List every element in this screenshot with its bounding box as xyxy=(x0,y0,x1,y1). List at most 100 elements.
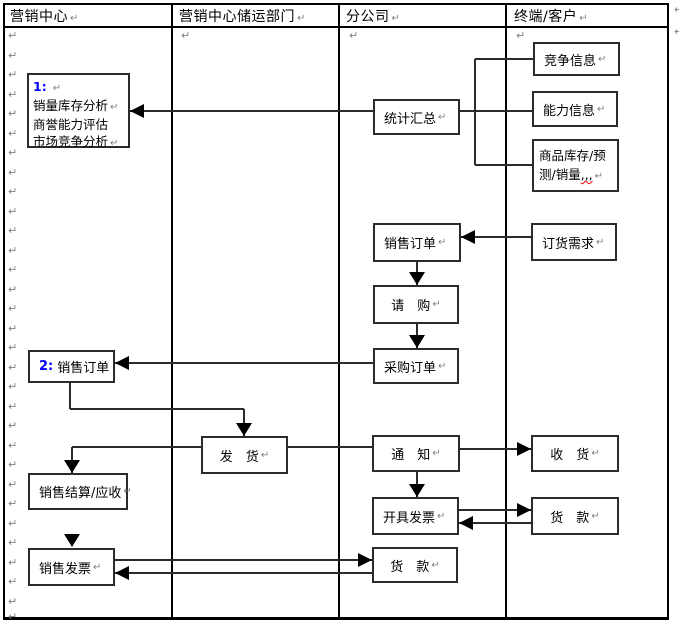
flow-box-payment-branch: 货 款↵ xyxy=(372,547,458,583)
pilcrow-mark: ↵ xyxy=(8,29,18,42)
arrowhead-down xyxy=(409,272,425,285)
box-label: 请 购 xyxy=(391,299,431,314)
pilcrow-mark: ↵ xyxy=(597,103,606,115)
pilcrow-mark: ↵ xyxy=(8,302,18,315)
arrowhead-left xyxy=(115,566,129,580)
pilcrow-mark: ↵ xyxy=(438,111,447,123)
pilcrow-mark: ↵ xyxy=(8,263,18,276)
flow-box-purchase-request: 请 购↵ xyxy=(373,285,459,324)
pilcrow-mark: ↵ xyxy=(431,559,440,571)
box-label: 货 款 xyxy=(390,559,430,575)
pilcrow-mark: ↵ xyxy=(70,13,79,24)
lane-header-terminal-customer: 终端/客户↵ xyxy=(514,9,589,25)
pilcrow-mark: ↵ xyxy=(437,510,446,522)
pilcrow-mark: ↵ xyxy=(8,127,18,140)
connector-line xyxy=(475,58,533,60)
box-label: 销售订单 xyxy=(384,237,437,252)
connector-line xyxy=(115,572,372,574)
pilcrow-mark: ↵ xyxy=(8,205,18,218)
connector-line xyxy=(130,110,532,112)
pilcrow-mark: ↵ xyxy=(123,486,132,497)
connector-line xyxy=(72,446,201,448)
lane-header-storage-dept: 营销中心储运部门↵ xyxy=(179,9,306,25)
pilcrow-mark: ↵ xyxy=(181,29,191,42)
pilcrow-mark: ↵ xyxy=(8,458,18,471)
swimlane-table-border xyxy=(3,3,669,620)
pilcrow-mark: ↵ xyxy=(391,13,401,24)
column-divider-1 xyxy=(171,3,173,620)
pilcrow-mark: ↵ xyxy=(438,237,447,248)
arrowhead-left xyxy=(459,516,473,530)
lane-header-branch-company: 分公司↵ xyxy=(346,9,401,25)
arrowhead-right xyxy=(517,442,531,456)
flow-box-competition-info: 竞争信息↵ xyxy=(533,42,620,76)
box-label: 销售结算/应收 xyxy=(39,486,122,501)
box-label: 开具发票 xyxy=(383,510,436,526)
pilcrow-mark: ↵ xyxy=(8,517,18,530)
pilcrow-mark: ↵ xyxy=(8,610,18,623)
arrowhead-left xyxy=(115,356,129,370)
pilcrow-mark: ↵ xyxy=(8,224,18,237)
box-label: 竞争信息 xyxy=(544,53,597,69)
pilcrow-mark: ↵ xyxy=(579,13,589,24)
pilcrow-mark: ↵ xyxy=(591,448,600,459)
pilcrow-mark: ↵ xyxy=(8,497,18,510)
pilcrow-mark: ↵ xyxy=(598,53,607,65)
pilcrow-mark: ↵ xyxy=(674,25,679,38)
analysis-line: 商誉能力评估 xyxy=(33,117,109,132)
arrowhead-down xyxy=(64,534,80,547)
pilcrow-mark: ↵ xyxy=(8,556,18,569)
flow-box-stat-summary: 统计汇总↵ xyxy=(373,99,460,135)
pilcrow-mark: ↵ xyxy=(432,299,441,310)
pilcrow-mark: ↵ xyxy=(110,102,119,113)
pilcrow-mark: ↵ xyxy=(8,595,18,608)
connector-line xyxy=(115,362,373,364)
misspelled-commas: ,,, xyxy=(580,167,593,182)
analysis-line: 市场竞争分析 xyxy=(33,134,109,149)
flow-box-purchase-order: 采购订单↵ xyxy=(373,348,459,384)
box-label: 收 货 xyxy=(550,448,590,463)
column-divider-2 xyxy=(338,3,340,620)
pilcrow-mark: ↵ xyxy=(8,146,18,159)
pilcrow-mark: ↵ xyxy=(8,400,18,413)
connector-line xyxy=(70,408,244,410)
box-label: 发 货 xyxy=(219,449,259,465)
box-label: 统计汇总 xyxy=(384,111,437,127)
pilcrow-mark: ↵ xyxy=(8,283,18,296)
flow-box-capability-info: 能力信息↵ xyxy=(532,91,618,127)
flow-box-ship-goods: 发 货↵ xyxy=(201,436,288,474)
box-label: 商品库存/预测/销量 xyxy=(539,148,606,182)
lane-header-marketing-center: 营销中心↵ xyxy=(10,9,79,25)
pilcrow-mark: ↵ xyxy=(8,49,18,62)
connector-line xyxy=(475,164,532,166)
pilcrow-mark: ↵ xyxy=(438,360,447,372)
box-label: 订货需求 xyxy=(542,236,595,252)
arrowhead-right xyxy=(517,503,531,517)
pilcrow-mark: ↵ xyxy=(8,536,18,549)
flow-box-sales-settlement: 销售结算/应收↵ xyxy=(28,473,132,510)
flow-box-sales-invoice: 销售发票↵ xyxy=(28,548,115,586)
pilcrow-mark: ↵ xyxy=(432,448,441,459)
flow-box-order-demand: 订货需求↵ xyxy=(531,223,617,261)
connector-line xyxy=(474,59,476,165)
connector-line xyxy=(459,509,531,511)
box-label: 销售发票 xyxy=(39,561,92,577)
arrowhead-down xyxy=(236,423,252,436)
pilcrow-mark: ↵ xyxy=(8,166,18,179)
pilcrow-mark: ↵ xyxy=(8,185,18,198)
connector-line xyxy=(243,409,245,436)
pilcrow-mark: ↵ xyxy=(8,575,18,588)
box-label: 销售订单 xyxy=(57,361,110,376)
connector-line xyxy=(288,446,372,448)
pilcrow-mark: ↵ xyxy=(93,561,102,573)
flow-box-issue-invoice: 开具发票↵ xyxy=(372,497,459,535)
column-divider-3 xyxy=(505,3,507,620)
pilcrow-mark: ↵ xyxy=(594,171,604,182)
pilcrow-mark: ↵ xyxy=(674,3,679,16)
pilcrow-mark: ↵ xyxy=(8,107,18,120)
pilcrow-mark: ↵ xyxy=(8,341,18,354)
connector-line xyxy=(69,383,71,409)
pilcrow-mark: ↵ xyxy=(297,13,306,24)
pilcrow-mark: ↵ xyxy=(591,510,600,522)
header-divider-line xyxy=(3,26,669,28)
